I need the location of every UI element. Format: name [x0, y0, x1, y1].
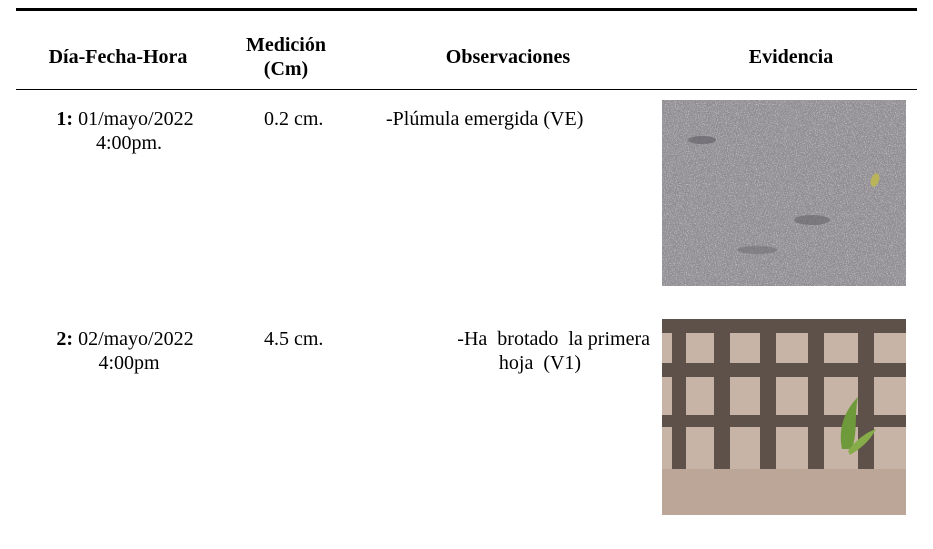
row-2-time: 4:00pm — [98, 352, 160, 374]
header-evidencia: Evidencia — [748, 46, 834, 68]
row-2-observation-line1: -Ha brotado la primera — [457, 328, 650, 350]
table-row-1-date: 1: 01/mayo/2022 4:00pm. — [30, 107, 220, 155]
table-row-2-date: 2: 02/mayo/2022 4:00pm — [30, 327, 220, 375]
row-1-measure: 0.2 cm. — [264, 108, 324, 130]
row-2-observation-line2: hoja (V1) — [498, 352, 582, 374]
row-1-number: 1: — [56, 108, 74, 130]
header-separator-rule — [16, 89, 917, 90]
row-2-date-line: 2: 02/mayo/2022 — [30, 327, 220, 351]
header-medicion-line2: (Cm) — [263, 58, 309, 80]
row-1-evidence-photo — [662, 100, 906, 286]
row-1-date: 01/mayo/2022 — [78, 108, 194, 130]
row-2-measure: 4.5 cm. — [264, 328, 324, 350]
row-2-observation: -Ha brotado la primera hoja (V1) — [386, 327, 650, 375]
row-1-time: 4:00pm. — [95, 132, 163, 154]
row-2-evidence-photo — [662, 319, 906, 515]
header-dia-fecha-hora: Día-Fecha-Hora — [48, 46, 188, 68]
row-2-date: 02/mayo/2022 — [78, 328, 194, 350]
header-observaciones: Observaciones — [445, 46, 571, 68]
row-1-observation: -Plúmula emergida (VE) — [386, 108, 584, 130]
row-1-date-line: 1: 01/mayo/2022 — [30, 107, 220, 131]
table-top-rule — [16, 8, 917, 11]
header-medicion: Medición (Cm) — [240, 33, 332, 81]
header-medicion-line1: Medición — [246, 34, 326, 56]
row-2-number: 2: — [56, 328, 74, 350]
